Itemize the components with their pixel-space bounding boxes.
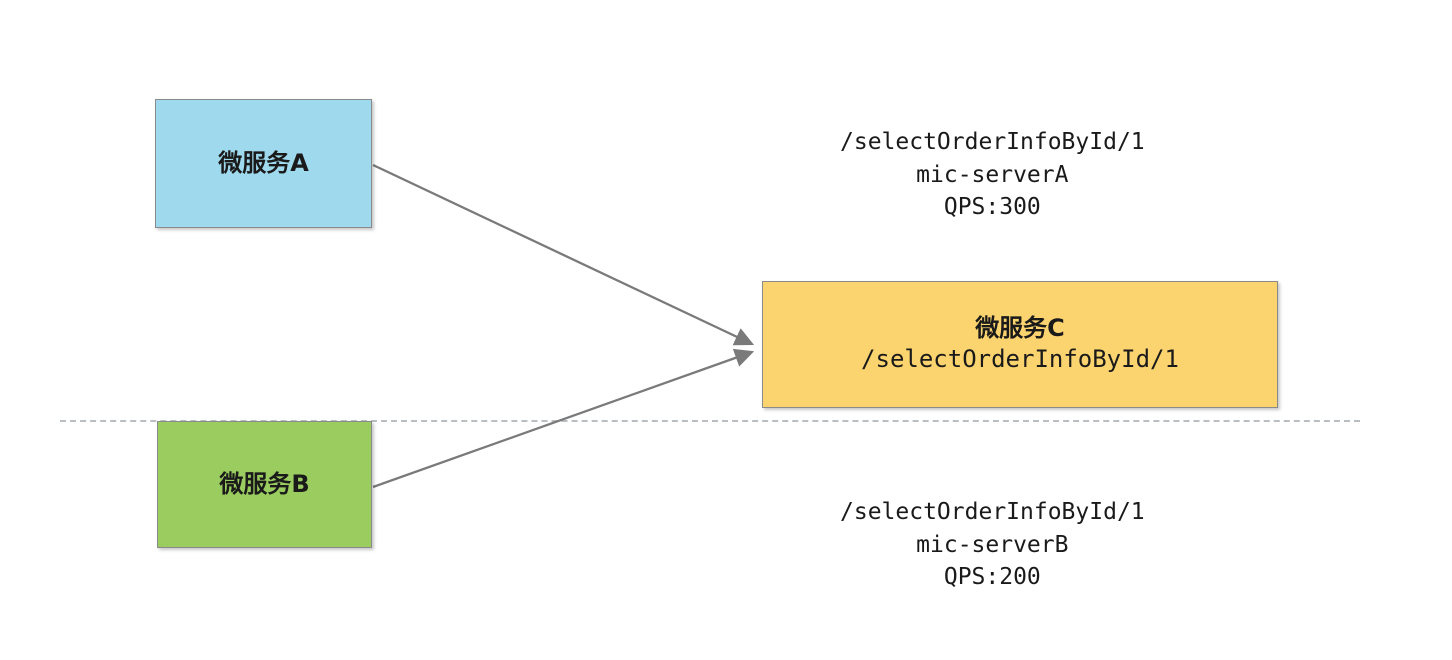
node-service-c-label: 微服务C <box>975 313 1065 342</box>
annotation-server-b-name: mic-serverB <box>916 531 1069 558</box>
annotation-server-a-name: mic-serverA <box>916 161 1069 188</box>
annotation-server-b: /selectOrderInfoById/1 mic-serverB QPS:2… <box>840 496 1145 594</box>
node-service-b-label: 微服务B <box>219 469 310 498</box>
node-service-a[interactable]: 微服务A <box>155 99 372 228</box>
annotation-server-a-qps: QPS:300 <box>943 194 1041 221</box>
node-service-a-label: 微服务A <box>218 148 309 177</box>
annotation-server-a-endpoint: /selectOrderInfoById/1 <box>840 129 1145 155</box>
annotation-server-b-endpoint: /selectOrderInfoById/1 <box>840 499 1145 525</box>
annotation-server-b-qps: QPS:200 <box>943 564 1041 591</box>
node-service-c-endpoint: /selectOrderInfoById/1 <box>861 345 1179 374</box>
node-service-c[interactable]: 微服务C /selectOrderInfoById/1 <box>762 281 1278 408</box>
annotation-server-a: /selectOrderInfoById/1 mic-serverA QPS:3… <box>840 126 1145 224</box>
node-service-b[interactable]: 微服务B <box>157 421 372 548</box>
edge-a-to-c <box>372 163 755 346</box>
